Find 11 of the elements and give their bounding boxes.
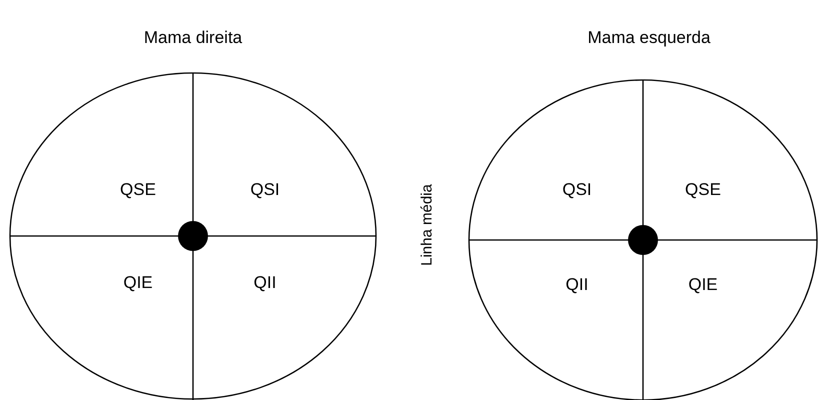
- quadrant-label: QSE: [685, 180, 721, 200]
- quadrant-label: QII: [254, 273, 276, 293]
- quadrant-label: QSI: [250, 180, 280, 200]
- breast-title: Mama direita: [144, 28, 242, 48]
- midline-label: Linha média: [418, 184, 436, 266]
- quadrant-label: QIE: [123, 273, 153, 293]
- quadrant-label: QSI: [562, 180, 592, 200]
- quadrant-label: QII: [566, 275, 588, 295]
- quadrant-label: QSE: [120, 180, 156, 200]
- quadrant-label: QIE: [688, 275, 718, 295]
- breast-title: Mama esquerda: [588, 28, 710, 48]
